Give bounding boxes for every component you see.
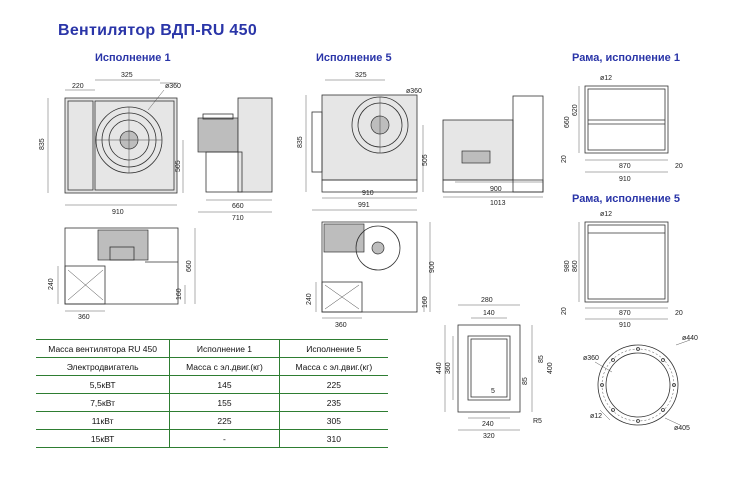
table-header-cell: Исполнение 5	[278, 339, 388, 358]
dim-505: 505	[175, 160, 182, 172]
f-dim-440: 440	[436, 362, 443, 374]
f-dim-85a: 85	[522, 377, 529, 385]
table-header-cell: Исполнение 1	[169, 339, 280, 358]
r5-dim-860: 860	[572, 260, 579, 272]
subtitle-isp5: Исполнение 5	[316, 52, 392, 64]
r5-dim-20b: 20	[675, 310, 683, 317]
isp1-front-view	[47, 79, 184, 206]
dim-910: 910	[112, 209, 124, 216]
table-row: 11кВт 225 305	[36, 411, 388, 430]
f-dim-240: 240	[482, 421, 494, 428]
p5-dim-900: 900	[429, 261, 436, 273]
f-dim-140: 140	[483, 310, 495, 317]
c-dim-405: ø405	[674, 425, 690, 432]
table-cell: 155	[169, 393, 280, 412]
table-header-cell: Масса вентилятора RU 450	[36, 339, 170, 358]
dim-360-isp5: ø360	[406, 88, 422, 95]
f-dim-320: 320	[483, 433, 495, 440]
r5-dim-20a: 20	[561, 307, 568, 315]
r5-dim-870: 870	[619, 310, 631, 317]
f-dim-85b: 85	[538, 355, 545, 363]
r1-dim-620: 620	[572, 104, 579, 116]
isp5-side-view	[442, 95, 544, 198]
mass-table: Масса вентилятора RU 450 Исполнение 1 Ис…	[36, 339, 388, 448]
isp5-plan-view	[315, 221, 431, 319]
dim-360-diameter: ø360	[165, 83, 181, 90]
table-cell: 235	[278, 393, 388, 412]
rect-flange-view	[444, 304, 533, 431]
p1-dim-660: 660	[186, 260, 193, 272]
dim-835-isp5: 835	[297, 136, 304, 148]
rama5-frame	[578, 221, 669, 320]
c-dim-360: ø360	[583, 355, 599, 362]
isp1-side-view	[197, 97, 273, 213]
p5-dim-160: 160	[422, 296, 429, 308]
table-cell: Масса с эл.двиг.(кг)	[169, 357, 280, 376]
dim-325-isp5: 325	[355, 72, 367, 79]
table-cell: 145	[169, 375, 280, 394]
table-row: 7,5кВт 155 235	[36, 393, 388, 412]
c-dim-440: ø440	[682, 335, 698, 342]
f-dim-r5: R5	[533, 418, 542, 425]
page-title: Вентилятор ВДП-RU 450	[58, 22, 258, 39]
dim-325: 325	[121, 72, 133, 79]
r5-dim-910: 910	[619, 322, 631, 329]
round-flange-view	[594, 339, 691, 426]
r1-dim-910: 910	[619, 176, 631, 183]
r5-dim-12: ø12	[600, 211, 612, 218]
table-cell: 310	[278, 429, 388, 448]
f-dim-360: 360	[445, 362, 452, 374]
table-row: 5,5кВТ 145 225	[36, 375, 388, 394]
f-dim-280: 280	[481, 297, 493, 304]
dim-835: 835	[39, 138, 46, 150]
dim-505-isp5: 505	[422, 154, 429, 166]
isp5-front-view	[305, 79, 424, 211]
rama1-frame	[578, 85, 669, 173]
table-cell: 305	[278, 411, 388, 430]
p5-dim-360: 360	[335, 322, 347, 329]
r1-dim-20b: 20	[675, 163, 683, 170]
dim-660: 660	[232, 203, 244, 210]
p1-dim-160: 160	[176, 288, 183, 300]
dim-910-isp5: 910	[362, 190, 374, 197]
table-cell: Электродвигатель	[36, 357, 170, 376]
table-cell: 225	[169, 411, 280, 430]
r1-dim-870: 870	[619, 163, 631, 170]
r1-dim-20a: 20	[561, 155, 568, 163]
dim-710: 710	[232, 215, 244, 222]
p1-dim-240: 240	[48, 278, 55, 290]
table-header-row: Масса вентилятора RU 450 Исполнение 1 Ис…	[36, 339, 388, 358]
dim-220: 220	[72, 83, 84, 90]
table-cell: 225	[278, 375, 388, 394]
subtitle-isp1: Исполнение 1	[95, 52, 171, 64]
f-dim-400: 400	[547, 362, 554, 374]
c-dim-12: ø12	[590, 413, 602, 420]
dim-991: 991	[358, 202, 370, 209]
r1-dim-12: ø12	[600, 75, 612, 82]
table-cell: 11кВт	[36, 411, 170, 430]
r5-dim-980: 980	[564, 260, 571, 272]
isp1-plan-view	[57, 227, 196, 312]
subtitle-rama5: Рама, исполнение 5	[572, 193, 680, 205]
table-cell: -	[169, 429, 280, 448]
table-cell: 5,5кВТ	[36, 375, 170, 394]
subtitle-rama1: Рама, исполнение 1	[572, 52, 680, 64]
dim-1013: 1013	[490, 200, 506, 207]
p5-dim-240: 240	[306, 293, 313, 305]
table-cell: Масса с эл.двиг.(кг)	[278, 357, 388, 376]
p1-dim-360: 360	[78, 314, 90, 321]
table-cell: 7,5кВт	[36, 393, 170, 412]
f-dim-5: 5	[491, 388, 495, 395]
table-subheader-row: Электродвигатель Масса с эл.двиг.(кг) Ма…	[36, 357, 388, 376]
table-cell: 15кВТ	[36, 429, 170, 448]
r1-dim-660: 660	[564, 116, 571, 128]
table-row: 15кВТ - 310	[36, 429, 388, 448]
dim-900: 900	[490, 186, 502, 193]
